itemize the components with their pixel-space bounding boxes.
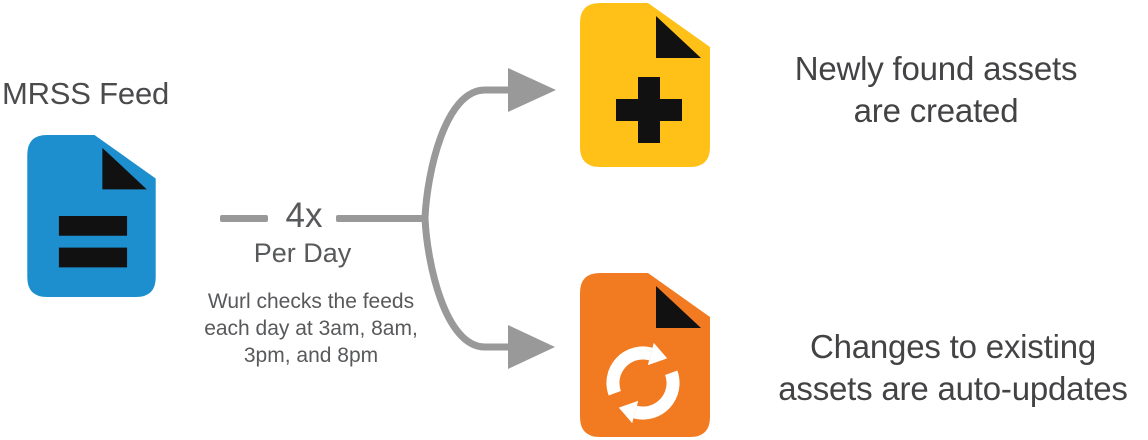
connector-dash-right [336, 215, 428, 222]
sync-arrowhead-bottom [618, 400, 639, 424]
plus-icon [616, 99, 682, 121]
branch-connector [421, 68, 556, 369]
file-sync-icon [580, 273, 710, 437]
branch-path-down [421, 214, 515, 351]
fold-notch [656, 286, 701, 328]
updated-caption-line: Changes to existing [809, 328, 1097, 365]
mrss-feed-label: MRSS Feed [2, 76, 170, 111]
arrowhead-up [508, 68, 556, 112]
frequency-value: 4x [285, 196, 323, 235]
schedule-note-line: each day at 3am, 8am, [204, 317, 418, 340]
connector-dash-left [220, 215, 268, 222]
fold-notch [656, 16, 701, 58]
text-line-bar [58, 216, 128, 236]
frequency-unit: Per Day [253, 238, 352, 268]
file-text-icon [27, 135, 156, 297]
branch-path-up [421, 86, 515, 222]
schedule-note-line: Wurl checks the feeds [207, 290, 415, 313]
sync-arc-top [606, 346, 653, 396]
created-caption: Newly found assets are created [752, 48, 1120, 132]
created-caption-line: Newly found assets [794, 50, 1078, 87]
arrowhead-down [508, 325, 555, 369]
updated-caption: Changes to existing assets are auto-upda… [753, 326, 1148, 410]
sync-arc-bottom [633, 370, 680, 420]
updated-caption-line: assets are auto-updates [778, 370, 1128, 407]
schedule-note-line: 3pm, and 8pm [243, 344, 379, 367]
sync-arrowhead-top [647, 342, 668, 366]
sync-icon [606, 342, 680, 424]
schedule-note: Wurl checks the feeds each day at 3am, 8… [185, 288, 437, 369]
file-plus-icon [580, 3, 710, 167]
text-line-bar [58, 247, 128, 268]
created-caption-line: are created [853, 92, 1019, 129]
